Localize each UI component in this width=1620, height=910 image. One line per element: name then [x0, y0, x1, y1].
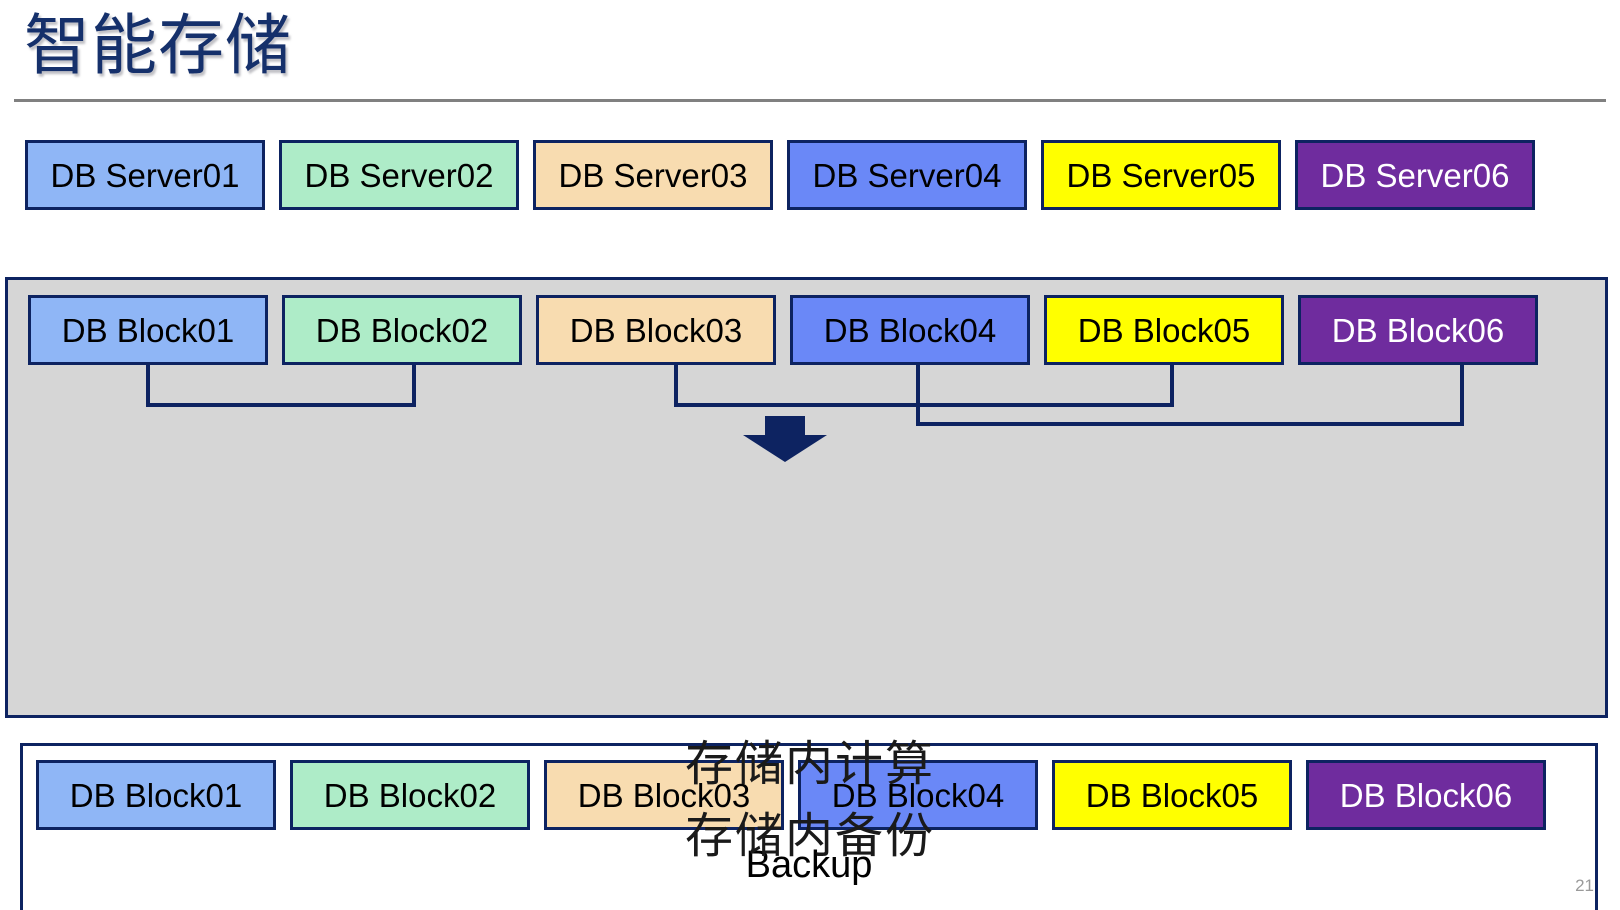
- backup-db-block-box-3[interactable]: DB Block03: [544, 760, 784, 830]
- db-server-box-3[interactable]: DB Server03: [533, 140, 773, 210]
- db-block-box-label: DB Block06: [1331, 311, 1505, 349]
- db-block-box-label: DB Block02: [315, 311, 489, 349]
- db-block-box-label: DB Block05: [1077, 311, 1251, 349]
- backup-db-block-box-label: DB Block02: [323, 776, 497, 814]
- db-server-box-2[interactable]: DB Server02: [279, 140, 519, 210]
- backup-db-block-box-label: DB Block01: [69, 776, 243, 814]
- db-server-box-1[interactable]: DB Server01: [25, 140, 265, 210]
- db-block-box-label: DB Block03: [569, 311, 743, 349]
- db-server-box-label: DB Server03: [558, 156, 748, 194]
- db-block-box-label: DB Block04: [823, 311, 997, 349]
- title-divider: [14, 99, 1606, 102]
- db-block-box-3[interactable]: DB Block03: [536, 295, 776, 365]
- caption-line-2: 存储内备份: [684, 810, 935, 863]
- db-server-box-6[interactable]: DB Server06: [1295, 140, 1535, 210]
- backup-db-block-box-2[interactable]: DB Block02: [290, 760, 530, 830]
- backup-db-block-box-label: DB Block03: [577, 776, 751, 814]
- db-block-box-6[interactable]: DB Block06: [1298, 295, 1538, 365]
- backup-db-block-box-label: DB Block04: [831, 776, 1005, 814]
- backup-db-block-box-label: DB Block05: [1085, 776, 1259, 814]
- db-server-box-5[interactable]: DB Server05: [1041, 140, 1281, 210]
- backup-db-block-box-label: DB Block06: [1339, 776, 1513, 814]
- db-server-box-label: DB Server04: [812, 156, 1002, 194]
- db-server-box-label: DB Server06: [1320, 156, 1510, 194]
- db-block-box-1[interactable]: DB Block01: [28, 295, 268, 365]
- db-server-box-4[interactable]: DB Server04: [787, 140, 1027, 210]
- db-server-box-label: DB Server01: [50, 156, 240, 194]
- backup-db-block-box-5[interactable]: DB Block05: [1052, 760, 1292, 830]
- page-number: 21: [1575, 876, 1594, 895]
- backup-container: DB Block01 DB Block02 DB Block03 DB Block04…: [20, 743, 1598, 910]
- backup-db-block-box-6[interactable]: DB Block06: [1306, 760, 1546, 830]
- backup-db-block-box-4[interactable]: DB Block04: [798, 760, 1038, 830]
- page-title: 智能存储: [24, 8, 292, 82]
- db-block-box-5[interactable]: DB Block05: [1044, 295, 1284, 365]
- db-block-box-2[interactable]: DB Block02: [282, 295, 522, 365]
- backup-label: Backup: [745, 844, 873, 886]
- db-block-box-label: DB Block01: [61, 311, 235, 349]
- db-server-box-label: DB Server05: [1066, 156, 1256, 194]
- storage-container: DB Block01 DB Block02 DB Block03 DB Block04…: [5, 277, 1608, 910]
- backup-db-block-box-1[interactable]: DB Block01: [36, 760, 276, 830]
- db-server-box-label: DB Server02: [304, 156, 494, 194]
- db-block-box-4[interactable]: DB Block04: [790, 295, 1030, 365]
- caption-line-1: 存储内计算: [684, 738, 935, 791]
